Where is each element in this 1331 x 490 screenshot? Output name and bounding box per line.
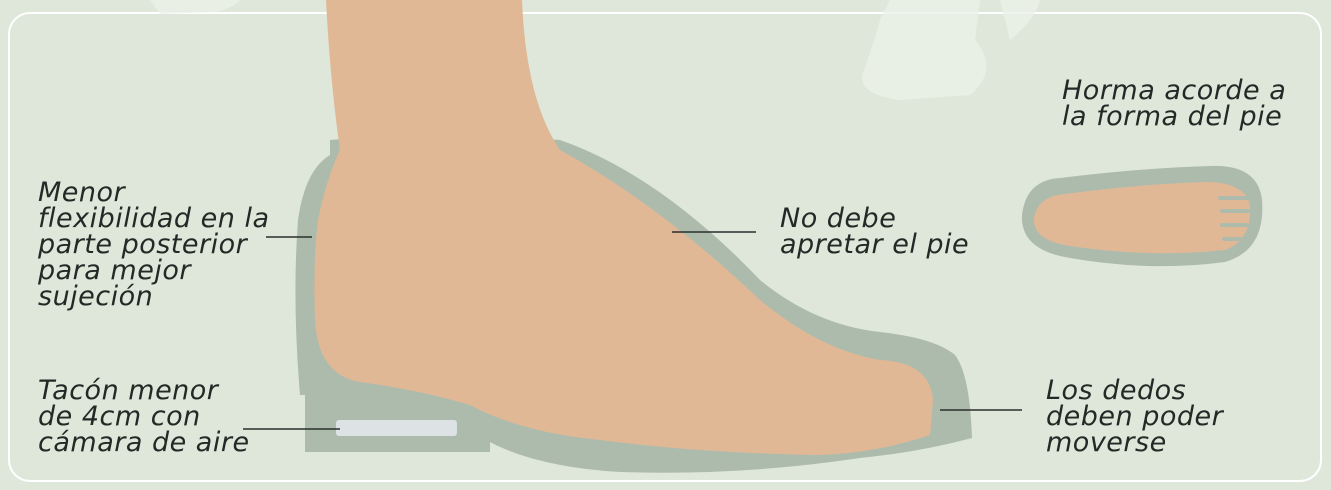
- label-heel: Tacón menor de 4cm con cámara de aire: [38, 378, 250, 456]
- label-last: Horma acorde a la forma del pie: [1062, 78, 1286, 130]
- label-toes: Los dedos deben poder moverse: [1046, 378, 1223, 456]
- air-chamber: [336, 420, 457, 436]
- foot-outline-top-view: [1022, 166, 1262, 266]
- label-instep: No debe apretar el pie: [780, 206, 969, 258]
- background-decor: [150, 0, 1040, 100]
- label-heel-counter: Menor flexibilidad en la parte posterior…: [38, 180, 270, 310]
